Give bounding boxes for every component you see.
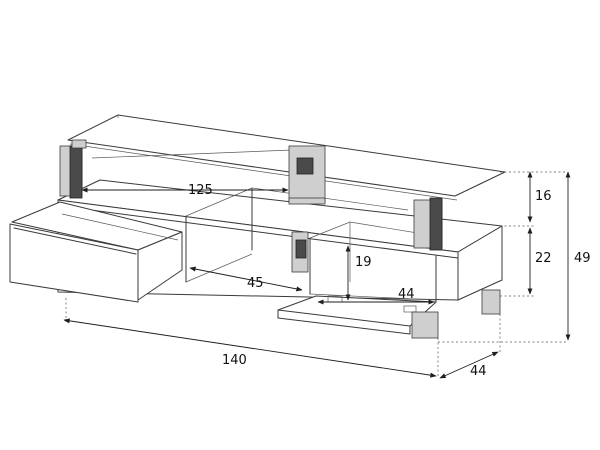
- dim-flap-width-label: 44: [398, 287, 415, 302]
- center-post: [288, 145, 326, 273]
- dim-inner-width-label: 125: [188, 183, 213, 198]
- dim-drawer-depth-label: 45: [247, 276, 264, 291]
- dim-total-height-label: 49: [574, 251, 591, 266]
- dim-shelf-gap-label: 16: [535, 189, 552, 204]
- right-post: [413, 197, 443, 251]
- shelf-back-edge: [91, 149, 293, 159]
- dim-flap-height-label: 19: [355, 255, 372, 270]
- dim-depth-label: 44: [470, 364, 487, 379]
- open-drawer: [9, 201, 183, 303]
- dimension-lines: [63, 171, 571, 379]
- left-post: [59, 139, 87, 199]
- dim-overall-width-label: 140: [222, 353, 247, 368]
- extension-lines: [65, 171, 568, 376]
- dim-body-height-label: 22: [535, 251, 552, 266]
